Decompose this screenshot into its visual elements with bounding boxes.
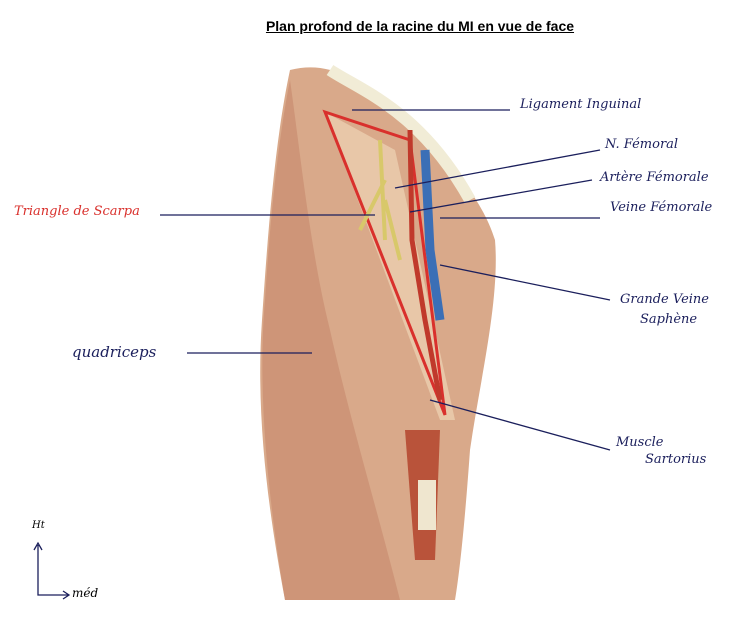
femoral-vein xyxy=(420,149,445,321)
axis-up-label: Ht xyxy=(32,520,45,531)
label-muscle: Muscle xyxy=(616,435,664,450)
label-triangle-scarpa: Triangle de Scarpa xyxy=(14,204,140,219)
label-nerf-femoral: N. Fémoral xyxy=(605,137,679,152)
page-title: Plan profond de la racine du MI en vue d… xyxy=(265,18,575,34)
sartorius-muscle xyxy=(325,112,455,420)
axis-right-label: méd xyxy=(72,586,99,600)
quadriceps-muscle xyxy=(262,80,400,600)
label-ligament-inguinal: Ligament Inguinal xyxy=(520,97,642,112)
label-quadriceps: quadriceps xyxy=(72,343,157,361)
leader-lines xyxy=(33,109,611,600)
label-veine-femorale: Veine Fémorale xyxy=(610,200,713,215)
scarpa-triangle xyxy=(322,109,447,416)
label-saphene: Saphène xyxy=(640,312,698,327)
label-grande-veine: Grande Veine xyxy=(620,292,709,307)
label-sartorius: Sartorius xyxy=(645,452,707,467)
label-artere-femorale: Artère Fémorale xyxy=(600,170,709,185)
inguinal-ligament xyxy=(326,64,476,203)
knee-tendon xyxy=(418,480,436,530)
femoral-nerve xyxy=(358,139,402,261)
